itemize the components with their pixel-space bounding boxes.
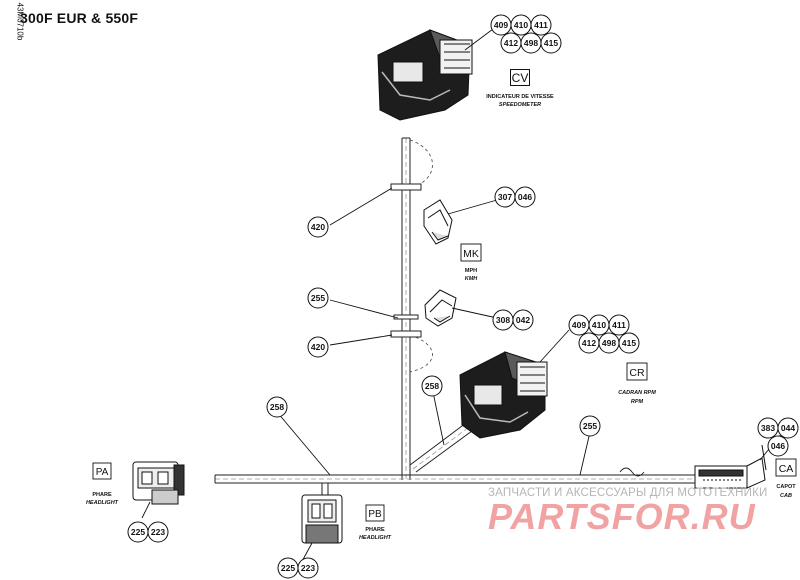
callout-label: 308 <box>496 315 510 325</box>
mk-top-callouts: 307 046 <box>494 186 536 208</box>
cv-connector <box>377 29 473 121</box>
watermark-tagline: ЗАПЧАСТИ И АКСЕССУАРЫ ДЛЯ МОТОТЕХНИКИ <box>488 487 768 499</box>
mk-label-kmh: KMH <box>465 276 479 282</box>
cr-label-en: RPM <box>631 399 644 405</box>
tie-straps <box>390 183 422 338</box>
mk-label-mph: MPH <box>465 268 477 274</box>
callout-label: 383 <box>761 423 775 433</box>
pb-code: PB <box>368 509 382 520</box>
harness-trunk-vertical <box>401 137 411 480</box>
harness-trunk-horizontal <box>214 467 700 484</box>
callout-label: 415 <box>544 38 558 48</box>
connector-labels: CV INDICATEUR DE VITESSE SPEEDOMETER MK … <box>86 71 797 541</box>
ca-label-fr: CAPOT <box>776 484 796 490</box>
callout-label: 412 <box>504 38 518 48</box>
mk-code: MK <box>463 248 479 260</box>
cr-connector <box>459 351 548 439</box>
cr-code: CR <box>629 367 645 379</box>
callout-label: 410 <box>592 320 606 330</box>
callout-label: 409 <box>572 320 586 330</box>
ca-label-en: CAB <box>780 493 792 499</box>
callout-label: 411 <box>534 20 548 30</box>
pa-part-callouts: 225 223 <box>127 521 169 543</box>
callout-label: 410 <box>514 20 528 30</box>
callout-420-upper: 420 <box>311 222 325 232</box>
callout-label: 042 <box>516 315 530 325</box>
cr-label-fr: CADRAN RPM <box>618 390 656 396</box>
wire-callouts: 420 255 420 258 258 255 <box>266 216 601 437</box>
callout-label: 412 <box>582 338 596 348</box>
watermark-logo: PARTSFOR.RU <box>488 496 756 537</box>
ca-part-callouts: 383 044 046 <box>757 417 799 457</box>
callout-label: 411 <box>612 320 626 330</box>
pa-label-fr: PHARE <box>92 492 112 498</box>
cv-code: CV <box>512 71 529 85</box>
pa-code: PA <box>96 467 109 478</box>
cv-part-callouts: 409 410 411 412 498 415 <box>490 14 562 54</box>
pa-connector <box>132 461 185 505</box>
leader-lines <box>141 25 784 566</box>
callout-label: 046 <box>771 441 785 451</box>
mk-bottom-callouts: 308 042 <box>492 309 534 331</box>
callout-label: 225 <box>281 563 295 573</box>
callout-label: 225 <box>131 527 145 537</box>
callout-label: 498 <box>524 38 538 48</box>
pa-label-en: HEADLIGHT <box>86 500 119 506</box>
callout-bubbles: 409 410 411 412 498 415 307 046 308 042 <box>127 14 799 579</box>
ca-connector <box>694 444 767 489</box>
ca-code: CA <box>779 463 794 475</box>
cv-label-fr: INDICATEUR DE VITESSE <box>486 94 554 100</box>
callout-420-lower: 420 <box>311 342 325 352</box>
callout-label: 307 <box>498 192 512 202</box>
mk-connector-bottom <box>424 289 457 327</box>
callout-258-branch: 258 <box>425 381 439 391</box>
callout-258-main: 258 <box>270 402 284 412</box>
callout-label: 415 <box>622 338 636 348</box>
pb-label-en: HEADLIGHT <box>359 535 392 541</box>
callout-255-right: 255 <box>583 421 597 431</box>
pb-part-callouts: 225 223 <box>277 557 319 579</box>
harness-branch-cr <box>409 419 477 473</box>
diagram-title: 300F EUR & 550F <box>20 10 139 26</box>
harness-branch-pb <box>321 483 329 495</box>
callout-255-left: 255 <box>311 293 325 303</box>
callout-label: 409 <box>494 20 508 30</box>
callout-label: 498 <box>602 338 616 348</box>
cr-part-callouts: 409 410 411 412 498 415 <box>568 314 640 354</box>
mk-connector-top <box>423 199 453 245</box>
pb-label-fr: PHARE <box>365 527 385 533</box>
cv-label-en: SPEEDOMETER <box>499 102 541 108</box>
pb-connector <box>301 494 343 544</box>
callout-label: 223 <box>301 563 315 573</box>
callout-label: 223 <box>151 527 165 537</box>
cv-code-box <box>510 69 530 86</box>
callout-label: 044 <box>781 423 795 433</box>
callout-label: 046 <box>518 192 532 202</box>
